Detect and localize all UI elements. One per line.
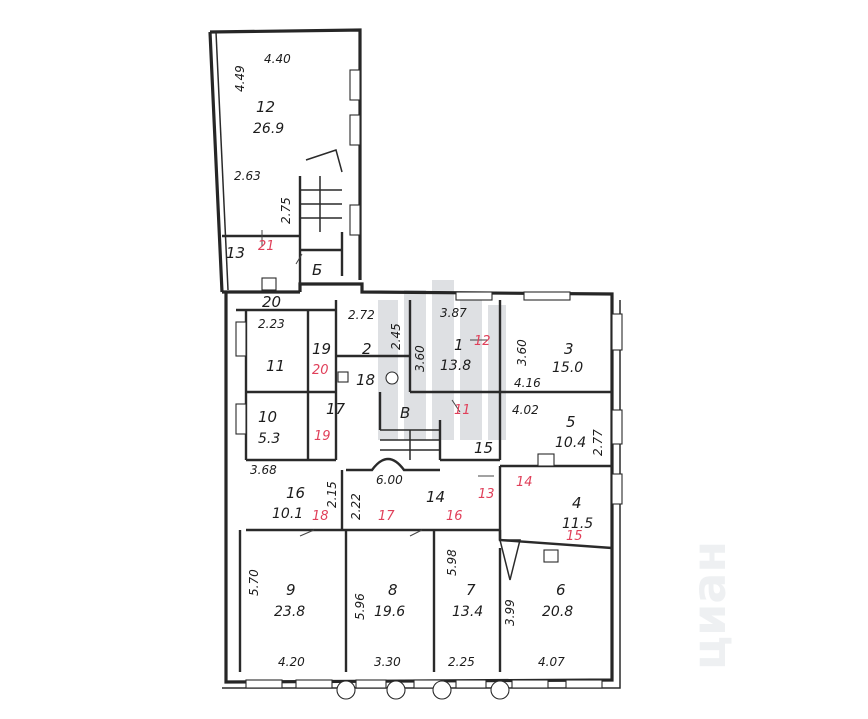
marker-label: 21 — [258, 239, 275, 254]
room-number: 11 — [266, 357, 285, 375]
room-area: 13.8 — [440, 358, 471, 374]
dimension-label: 2.72 — [348, 308, 375, 322]
marker-label: 19 — [314, 429, 331, 444]
dimension-label: 4.49 — [233, 65, 247, 92]
room-number: Б — [312, 261, 322, 279]
room-labels: 12 26.9 13 Б 20 11 19 2 18 1 13.8 3 15.0… — [226, 98, 593, 620]
dimension-label: 4.02 — [512, 403, 539, 417]
dimension-labels: 4.40 4.49 2.63 2.75 2.23 2.72 2.45 3.87 … — [233, 52, 605, 669]
room-number: 20 — [262, 293, 281, 311]
room-number: 6 — [556, 581, 566, 599]
dimension-label: 3.99 — [503, 599, 517, 626]
room-area: 15.0 — [552, 360, 583, 376]
room-number: 19 — [312, 340, 331, 358]
room-area: 10.4 — [555, 435, 586, 451]
room-number: 13 — [226, 244, 245, 262]
room-area: 11.5 — [562, 516, 593, 532]
room-area: 23.8 — [274, 604, 305, 620]
marker-label: 16 — [446, 509, 463, 524]
dimension-label: 2.63 — [234, 169, 261, 183]
marker-label: 12 — [474, 334, 491, 349]
fixtures — [261, 277, 559, 563]
windows — [235, 69, 623, 700]
marker-label: 20 — [312, 363, 329, 378]
dimension-label: 3.30 — [374, 655, 401, 669]
room-number: 17 — [326, 400, 346, 418]
room-number: 10 — [258, 408, 277, 426]
room-number: 12 — [256, 98, 275, 116]
room-number: 9 — [286, 581, 296, 599]
room-number: 8 — [388, 581, 398, 599]
dimension-label: 2.15 — [325, 481, 339, 508]
room-area: 20.8 — [542, 604, 573, 620]
dimension-label: 3.68 — [250, 463, 277, 477]
marker-label: 14 — [516, 475, 533, 490]
room-area: 26.9 — [253, 121, 284, 137]
room-number: 16 — [286, 484, 305, 502]
room-area: 10.1 — [272, 506, 303, 522]
room-number: 18 — [356, 371, 375, 389]
marker-label: 13 — [478, 487, 495, 502]
dimension-label: 3.60 — [515, 339, 529, 366]
room-number: 14 — [426, 488, 445, 506]
staircase — [300, 149, 521, 581]
marker-label: 17 — [378, 509, 395, 524]
room-area: 5.3 — [258, 431, 280, 447]
dimension-label: 4.20 — [278, 655, 305, 669]
room-number: 1 — [454, 336, 464, 354]
dimension-label: 2.77 — [591, 429, 605, 456]
room-number: 15 — [474, 439, 493, 457]
dimension-lines — [261, 230, 494, 537]
dimension-label: 4.40 — [264, 52, 291, 66]
dimension-label: 3.87 — [440, 306, 467, 320]
red-markers: 21 20 12 11 19 13 14 15 18 17 16 — [258, 239, 583, 544]
dimension-label: 5.98 — [445, 549, 459, 576]
marker-label: 15 — [566, 529, 583, 544]
room-number: 5 — [566, 413, 576, 431]
room-number: 4 — [572, 494, 582, 512]
dimension-label: 2.22 — [349, 493, 363, 520]
room-number: 2 — [362, 340, 372, 358]
dimension-label: 4.16 — [514, 376, 541, 390]
dimension-label: 2.23 — [258, 317, 285, 331]
dimension-label: 5.96 — [353, 593, 367, 620]
dimension-label: 6.00 — [376, 473, 403, 487]
room-number: 3 — [564, 340, 574, 358]
dimension-label: 4.07 — [538, 655, 565, 669]
room-area: 19.6 — [374, 604, 405, 620]
dimension-label: 3.60 — [413, 345, 427, 372]
marker-label: 11 — [454, 403, 471, 418]
dimension-label: 5.70 — [247, 569, 261, 596]
watermark-text: циан — [682, 541, 736, 670]
dimension-label: 2.75 — [279, 197, 293, 224]
marker-label: 18 — [312, 509, 329, 524]
dimension-label: 2.25 — [448, 655, 475, 669]
room-number: В — [400, 404, 410, 422]
dimension-label: 2.45 — [389, 323, 403, 350]
room-area: 13.4 — [452, 604, 483, 620]
room-number: 7 — [466, 581, 476, 599]
